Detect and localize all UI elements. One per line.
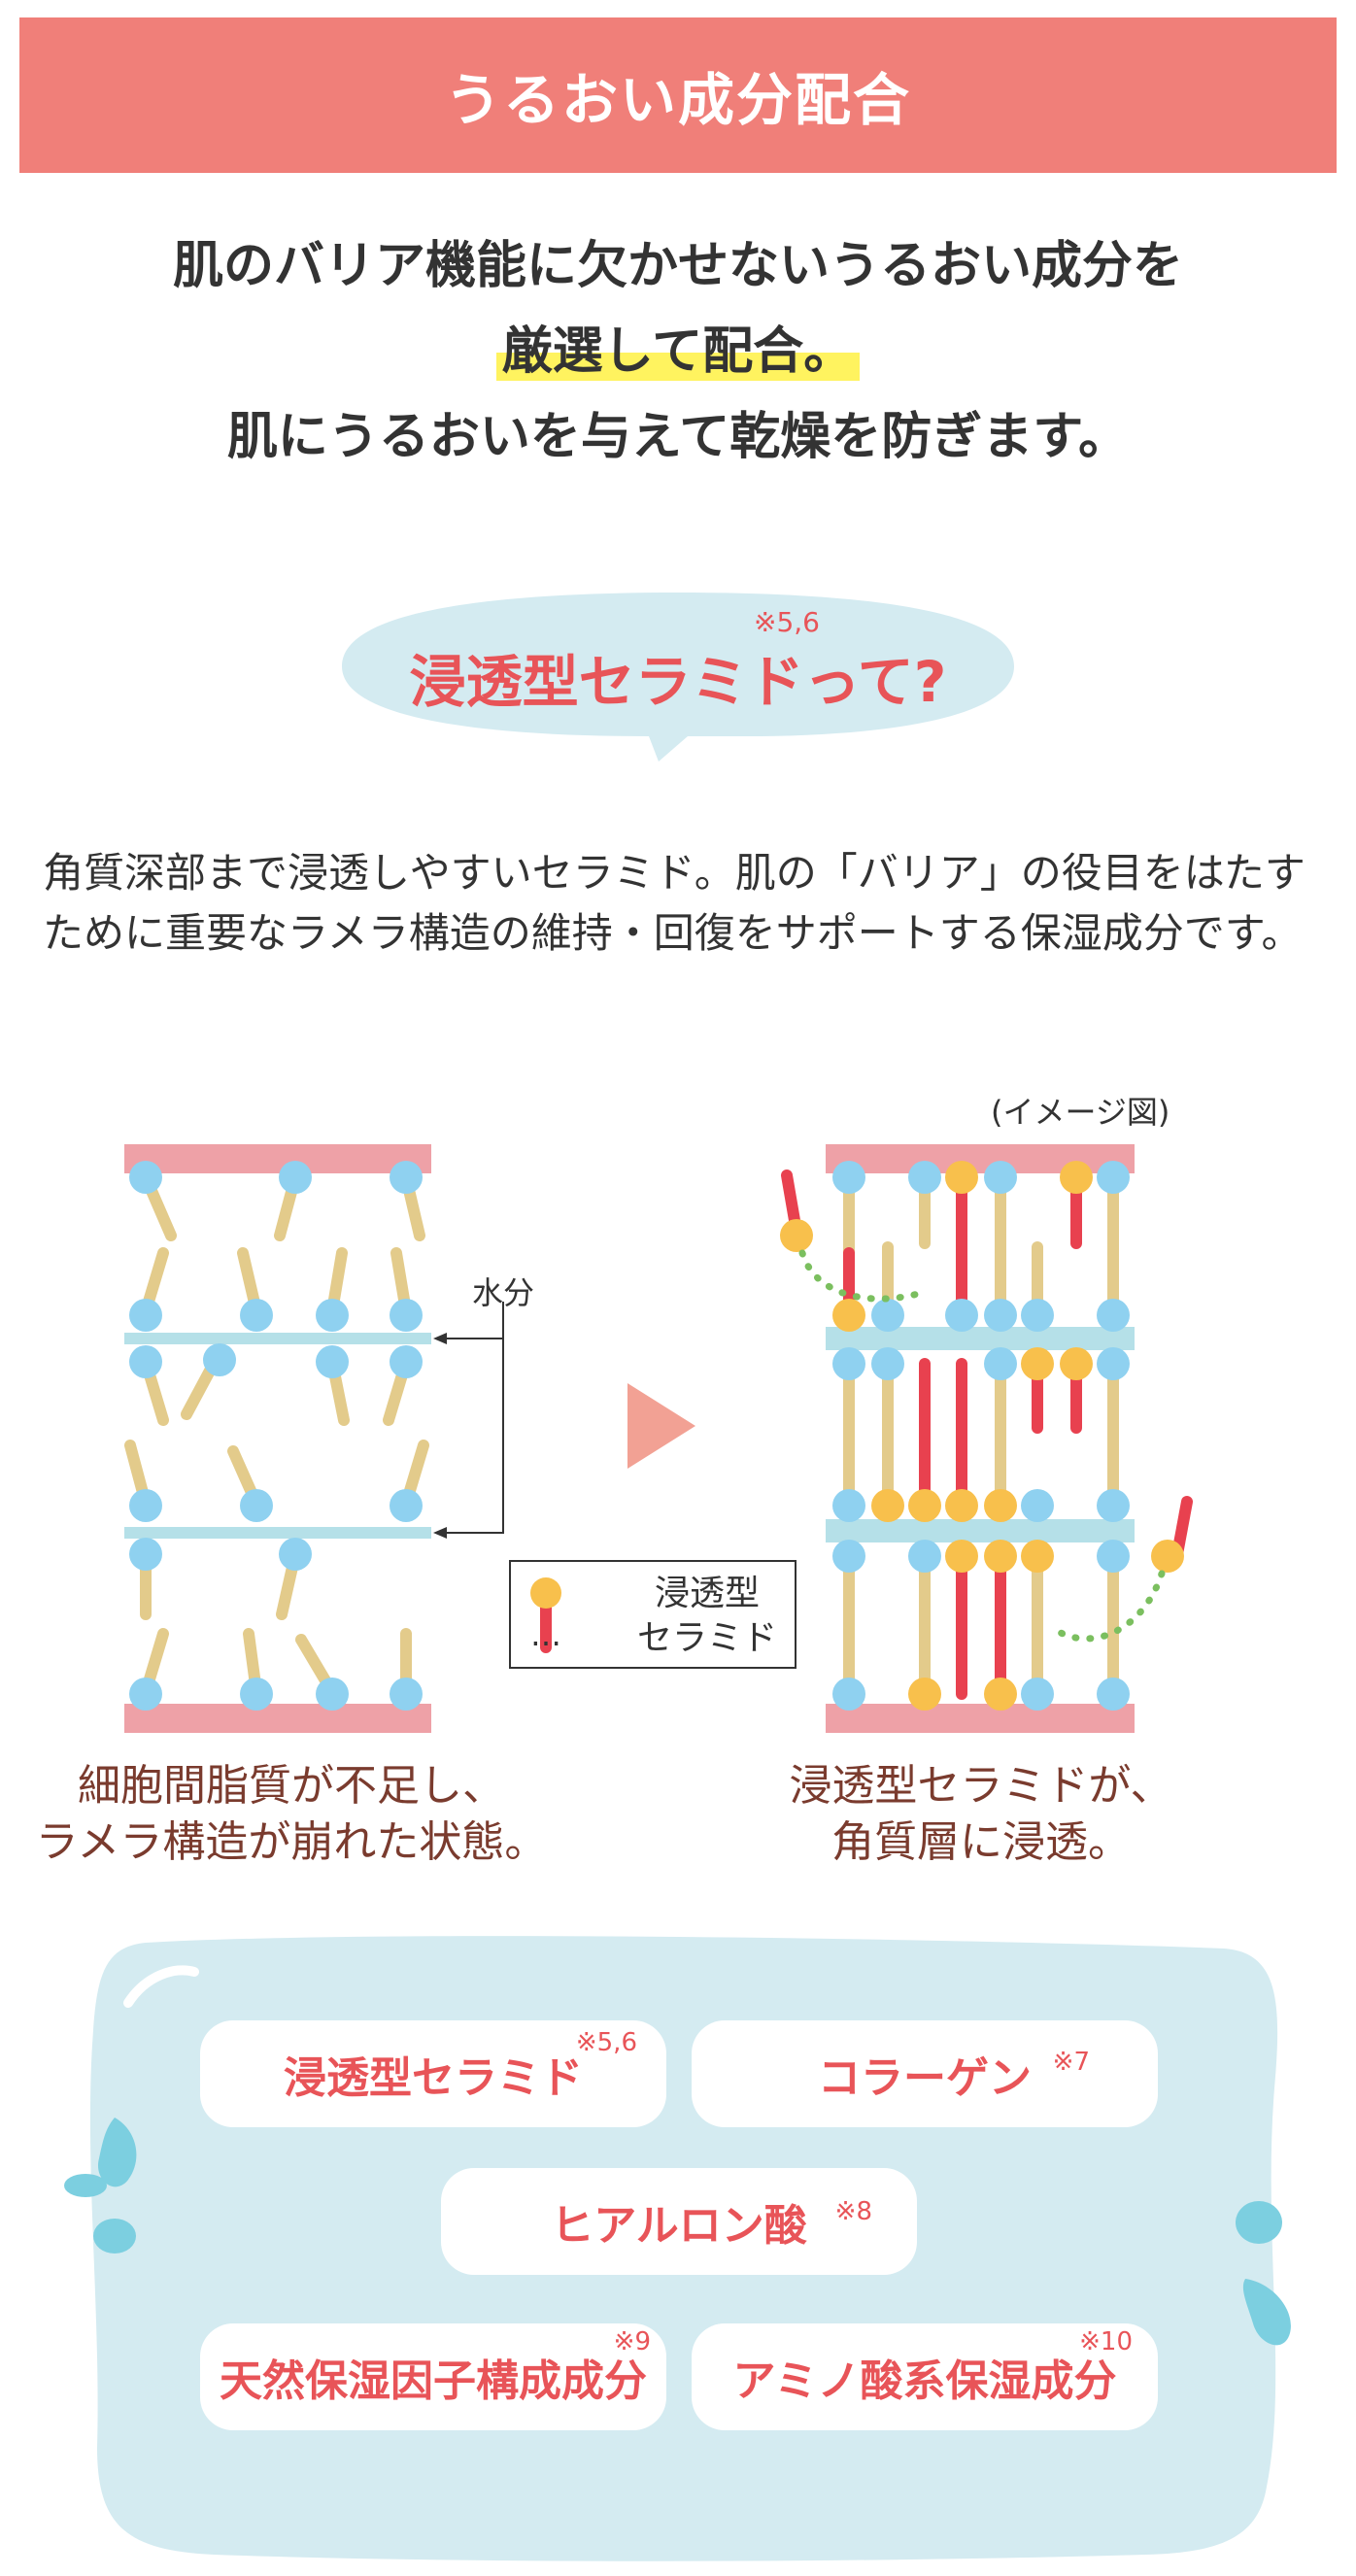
speech-bubble-shape [342,593,1014,762]
left-lamellar-structure [124,1144,504,1733]
ingredient-tag-amino-acid: アミノ酸系保湿成分 ※10 [692,2323,1158,2430]
transition-arrow [627,1383,695,1469]
ingredient-tag-collagen: コラーゲン ※7 [692,2020,1158,2127]
bubble-title: 浸透型セラミドって? [409,649,947,715]
ingredient-name: アミノ酸系保湿成分 [732,2356,1117,2406]
ceramide-legend: … 浸透型 セラミド [509,1560,797,1669]
right-caption-line-2: 角質層に浸透。 [831,1817,1131,1867]
ingredient-footnote: ※5,6 [575,2028,637,2057]
section-title: うるおい成分配合 [444,67,911,133]
intro-line-2-highlight: 厳選して配合。 [495,322,861,381]
ceramide-legend-icon [530,1577,561,1653]
ingredient-tag-nmf: 天然保湿因子構成成分 ※9 [200,2323,666,2430]
ingredient-tag-hyaluronic-acid: ヒアルロン酸 ※8 [441,2168,917,2275]
right-lamellar-structure [780,1144,1193,1733]
legend-label-line-2: セラミド [637,1618,778,1658]
image-note: (イメージ図) [991,1094,1170,1131]
lamellar-structure-diagram [124,1144,1193,1733]
intro-line-1: 肌のバリア機能に欠かせないうるおい成分を [172,237,1183,295]
ceramide-description: 角質深部まで浸透しやすいセラミド。肌の「バリア」の役目をはたすために重要なラメラ… [43,849,1305,957]
legend-label-line-1: 浸透型 [655,1574,761,1613]
ingredient-footnote: ※8 [834,2197,872,2226]
ingredient-footnote: ※9 [613,2327,651,2356]
bubble-footnote: ※5,6 [754,606,820,638]
panel-highlight [123,1965,199,2008]
ingredient-footnote: ※10 [1079,2327,1133,2356]
right-diagram-caption: 浸透型セラミドが、 角質層に浸透。 [719,1758,1243,1871]
left-diagram-caption: 細胞間脂質が不足し、 ラメラ構造が崩れた状態。 [19,1758,563,1871]
water-label: 水分 [472,1274,535,1311]
legend-ellipsis: … [530,1616,561,1653]
water-droplets [64,2118,1291,2346]
intro-line-3: 肌にうるおいを与えて乾燥を防ぎます。 [226,408,1130,466]
ingredient-name: ヒアルロン酸 [551,2201,807,2251]
section-header-banner: うるおい成分配合 [19,17,1337,173]
ingredient-name: 天然保湿因子構成成分 [220,2356,647,2406]
ingredient-footnote: ※7 [1052,2048,1090,2077]
ingredient-name: 浸透型セラミド [284,2053,583,2103]
ingredient-name: コラーゲン [818,2053,1032,2103]
right-caption-line-1: 浸透型セラミドが、 [789,1761,1173,1811]
intro-text: 肌のバリア機能に欠かせないうるおい成分を 厳選して配合。 肌にうるおいを与えて乾… [0,223,1356,480]
ingredient-tag-ceramide: 浸透型セラミド ※5,6 [200,2020,666,2127]
left-caption-line-2: ラメラ構造が崩れた状態。 [35,1817,548,1867]
left-caption-line-1: 細胞間脂質が不足し、 [78,1761,505,1811]
